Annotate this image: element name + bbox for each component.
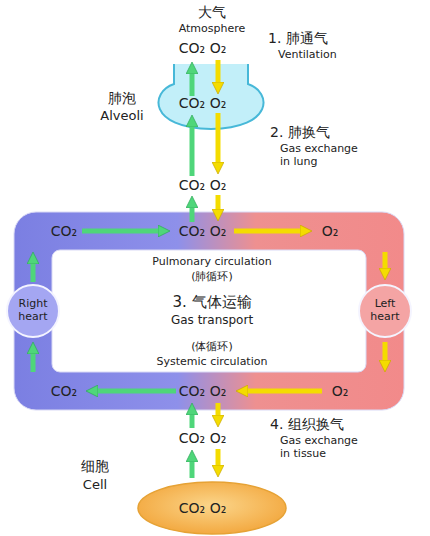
cell-body [138,482,286,534]
label-text: Gas exchange in tissue [280,434,368,460]
circulation-band [14,212,404,410]
node-text: O₂ [210,223,227,240]
label-text: O₂ [210,40,227,57]
node-text: O₂ [210,95,227,112]
label-text: 大气 [198,4,226,21]
co2-arrow [190,74,195,96]
node-text: CO₂ [179,500,205,517]
o2-arrow [383,252,388,268]
alveoli-flask: 肺泡AlveoliCO₂O₂ [150,64,272,130]
o2-arrow [216,403,221,415]
label-text: CO₂ [179,430,205,447]
label-text: 3. 气体运输 [172,293,251,311]
label-text: Pulmonary circulation [152,255,271,268]
co2-arrow [190,462,195,478]
label-text: Ventilation [278,48,337,61]
label-text: (体循环) [191,340,233,353]
co2-arrow [31,354,36,372]
o2-arrow [248,389,322,394]
label-text: CO₂ [179,177,205,194]
node-text: CO₂ [179,95,205,112]
label-text: 1. 肺通气 [268,30,328,47]
label-text: Gas exchange in lung [280,142,368,168]
o2-arrow [383,342,388,360]
node-text: O₂ [322,223,339,240]
circulation-loop: CO₂ CO₂ O₂ O₂ CO₂ CO₂ O₂ O₂ Right heart Left hear… [14,212,404,410]
node-text: CO₂ [179,383,205,400]
node-text: CO₂ [179,223,205,240]
label-text: O₂ [210,177,227,194]
o2-arrow [216,195,221,209]
label-text: CO₂ [179,40,205,57]
o2-arrow [234,229,300,234]
node-text: Alveoli [100,108,143,124]
shape-outline [14,212,404,410]
node-text: Right heart [11,298,55,323]
co2-arrow [190,415,195,428]
co2-arrow [31,264,36,282]
co2-arrow [190,208,195,222]
node-text: CO₂ [51,383,77,400]
heart-circle: Right heart [6,284,60,338]
node-text: 细胞 [81,458,109,475]
co2-arrow [82,229,158,234]
co2-arrow [98,389,176,394]
node-text: CO₂ [51,223,77,240]
cell-ellipse: 细胞CellCO₂O₂ [137,481,287,535]
o2-arrow [216,60,221,82]
label-text: 2. 肺换气 [270,124,330,141]
node-text: 肺泡 [108,90,136,107]
node-text: O₂ [332,383,349,400]
alveoli-fill [159,64,264,129]
node-text: Cell [83,477,107,493]
label-text: O₂ [210,430,227,447]
label-text: Atmosphere [179,22,246,35]
node-text: O₂ [210,500,227,517]
node-text: O₂ [210,383,227,400]
label-text: Systemic circulation [157,355,268,368]
alveoli-wall [159,64,264,129]
o2-arrow [216,449,221,465]
label-text: Gas transport [171,313,253,327]
co2-arrow [190,127,195,176]
heart-circle: Left heart [358,284,412,338]
o2-arrow [216,113,221,162]
label-text: (肺循环) [191,270,233,283]
label-text: 4. 组织换气 [270,416,344,433]
node-text: Left heart [363,298,407,323]
